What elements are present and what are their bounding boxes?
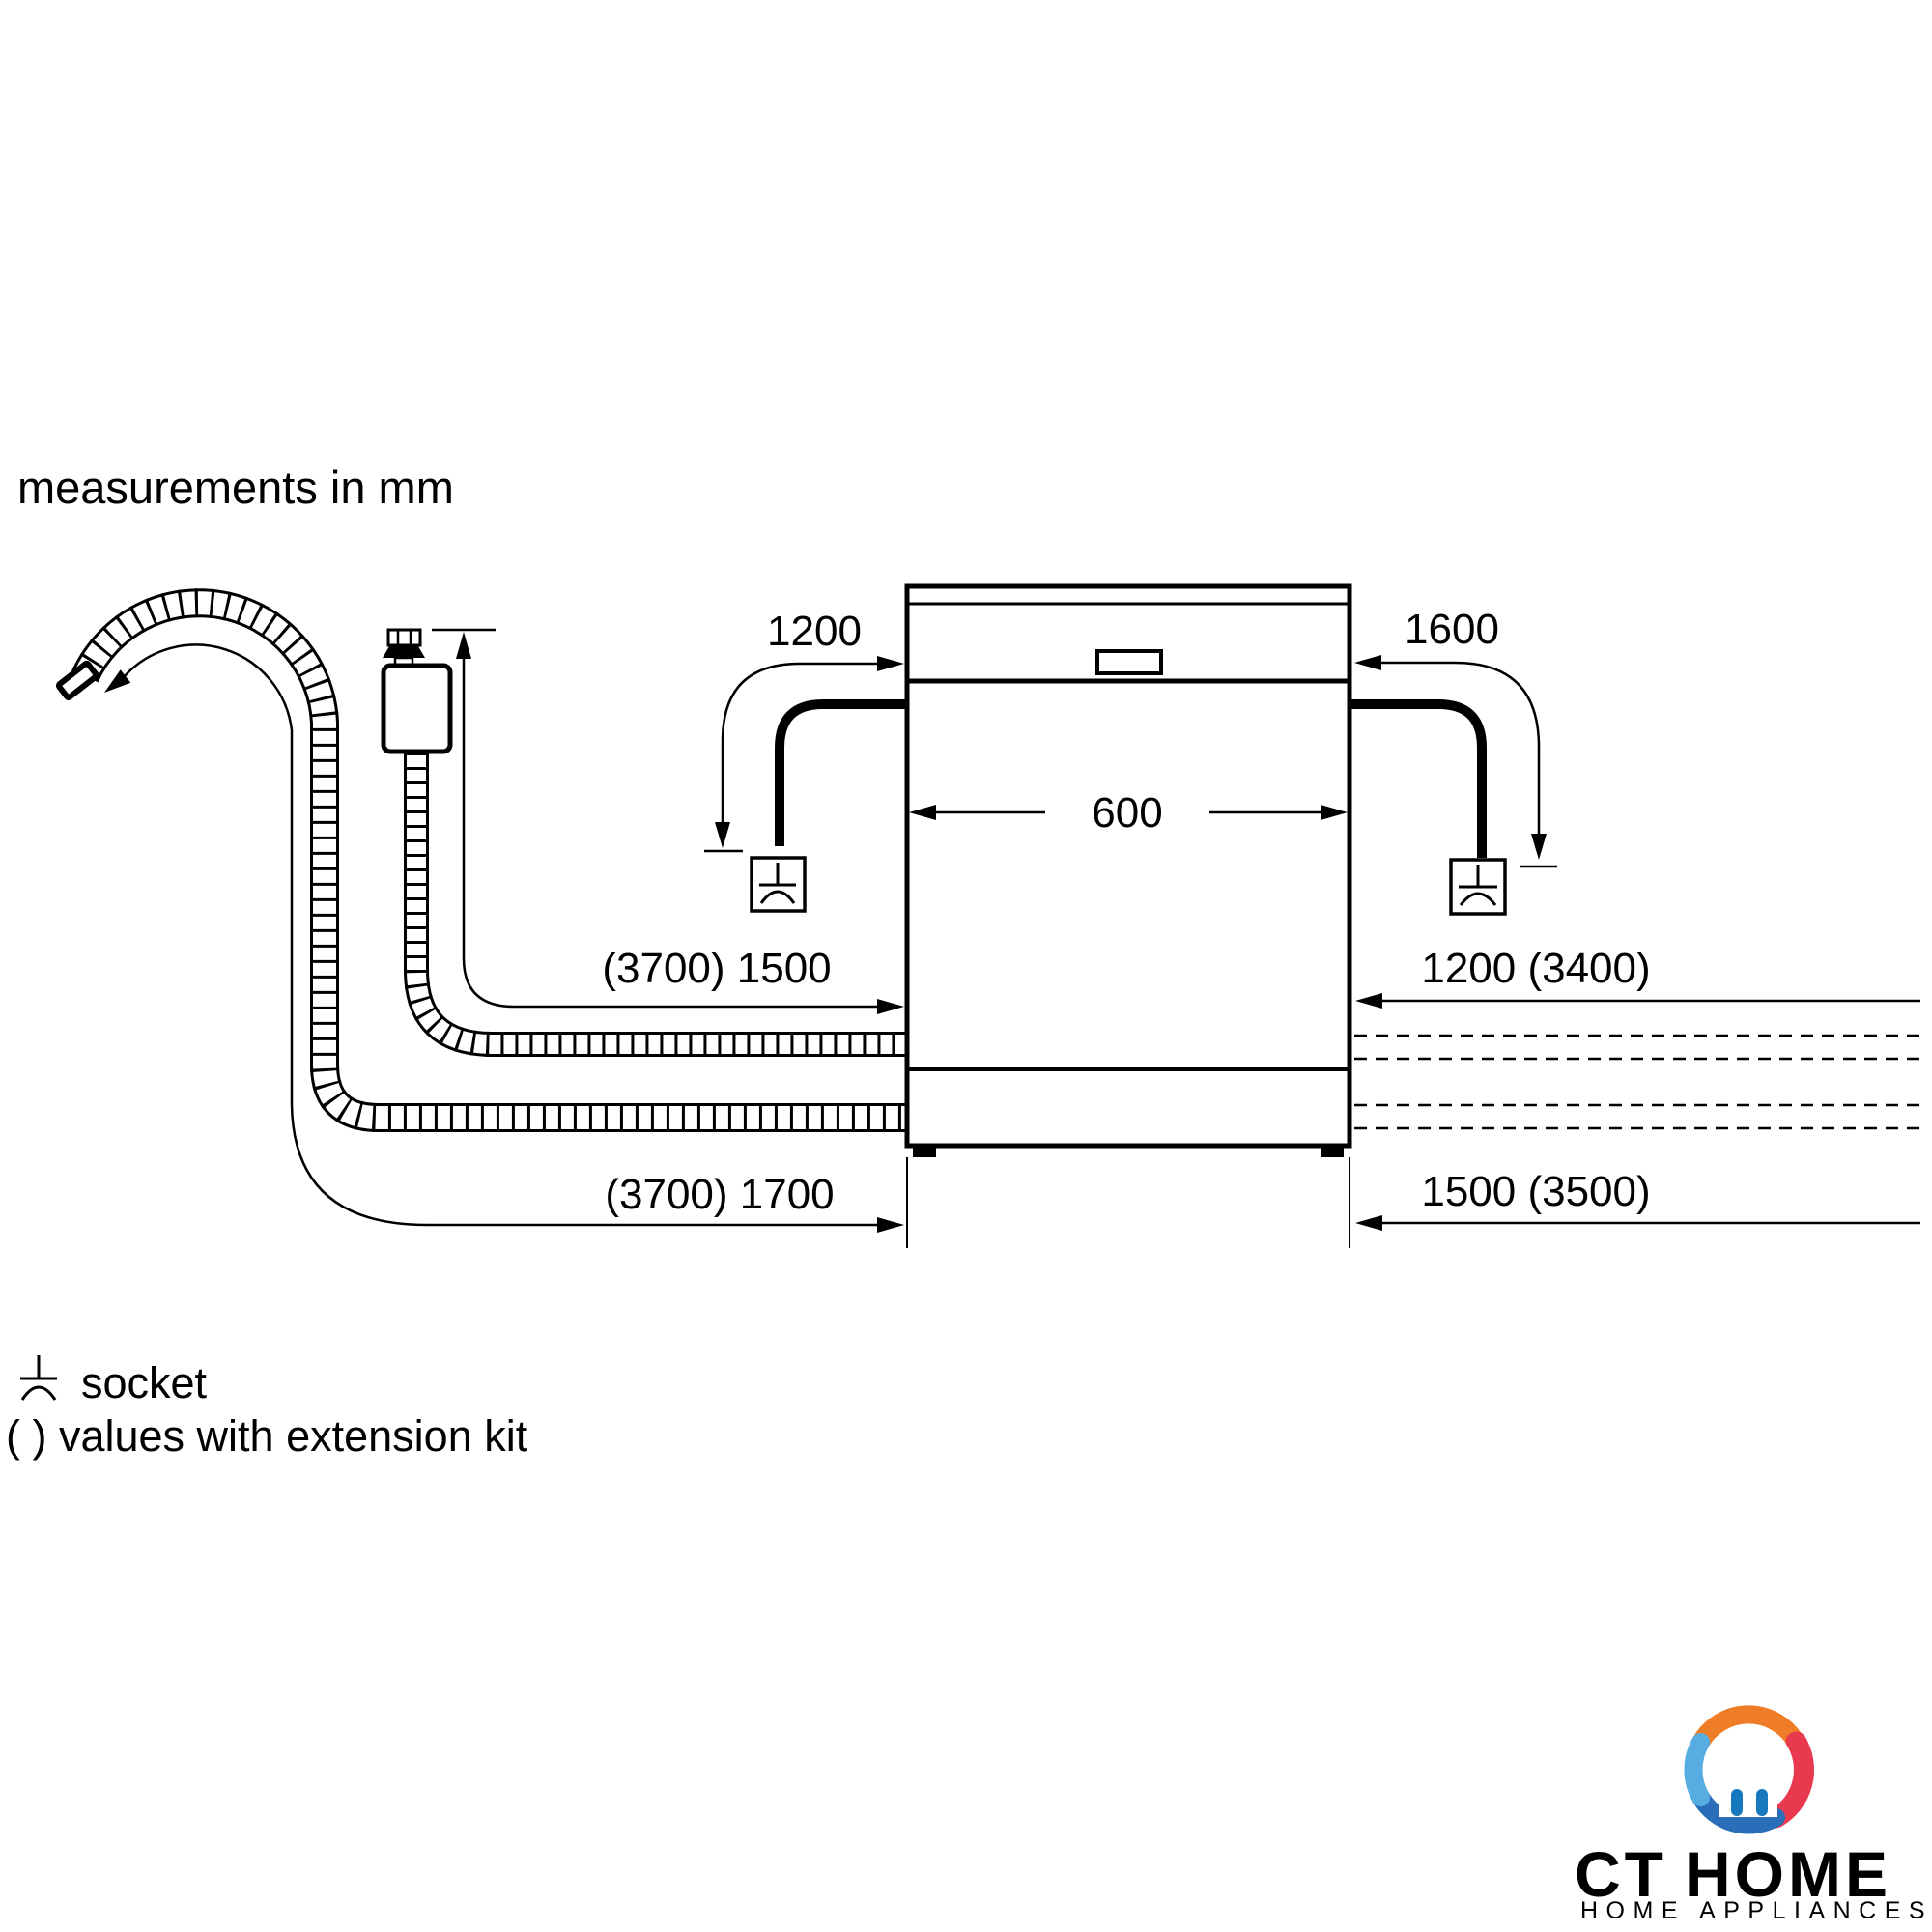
dishwasher-body <box>904 583 1352 1157</box>
dimension-supply-hose: (3700) 1500 <box>432 628 904 1014</box>
left-foot <box>913 1146 936 1157</box>
socket-icon <box>1459 865 1497 906</box>
legend-socket-label: socket <box>81 1358 208 1407</box>
legend-extension-label: ( ) values with extension kit <box>6 1411 528 1461</box>
dimension-width: 600 <box>909 789 1348 837</box>
dimension-cable-left: 1200 <box>704 608 904 853</box>
legend-socket-icon <box>20 1355 57 1401</box>
dim-label-cable-left: 1200 <box>767 608 862 655</box>
tap-valve <box>381 628 453 754</box>
socket-box-right <box>1449 858 1507 916</box>
power-cord-left <box>775 699 907 846</box>
logo-globe-icon <box>1684 1705 1815 1834</box>
supply-hose <box>404 753 905 1057</box>
socket-box-left <box>750 856 807 913</box>
drain-hose <box>55 588 907 1132</box>
socket-icon <box>759 863 796 904</box>
dim-label-drain-hose: (3700) 1700 <box>605 1171 834 1218</box>
valve-flange <box>383 646 425 658</box>
dim-label-width: 600 <box>1092 789 1162 837</box>
dim-label-supply-hose: (3700) 1500 <box>602 945 831 992</box>
dimension-drain-hose: (3700) 1700 <box>104 643 904 1233</box>
logo-tagline: HOME APPLIANCES <box>1580 1897 1932 1924</box>
dim-label-outlet-right: 1500 (3500) <box>1421 1168 1650 1215</box>
door-handle <box>1095 649 1163 675</box>
dim-label-inlet-right: 1200 (3400) <box>1421 945 1650 992</box>
dimension-outlet-right: 1500 (3500) <box>1355 1168 1920 1231</box>
dim-label-cable-right: 1600 <box>1405 606 1499 653</box>
legend: socket ( ) values with extension kit <box>6 1355 528 1461</box>
valve-body <box>381 663 453 754</box>
drain-hose-end-cap <box>55 660 99 700</box>
cthome-logo: CT HOME HOME APPLIANCES <box>1575 1705 1932 1924</box>
logo-wordmark-home: HOME <box>1685 1838 1891 1910</box>
units-note: measurements in mm <box>17 462 454 513</box>
logo-wordmark-ct: CT <box>1575 1838 1667 1910</box>
right-foot <box>1321 1146 1344 1157</box>
dashed-continuation-lines <box>1354 1034 1920 1130</box>
dimension-cable-right: 1600 <box>1354 606 1557 868</box>
dimension-inlet-right: 1200 (3400) <box>1355 945 1920 1009</box>
power-cord-right <box>1350 699 1487 858</box>
